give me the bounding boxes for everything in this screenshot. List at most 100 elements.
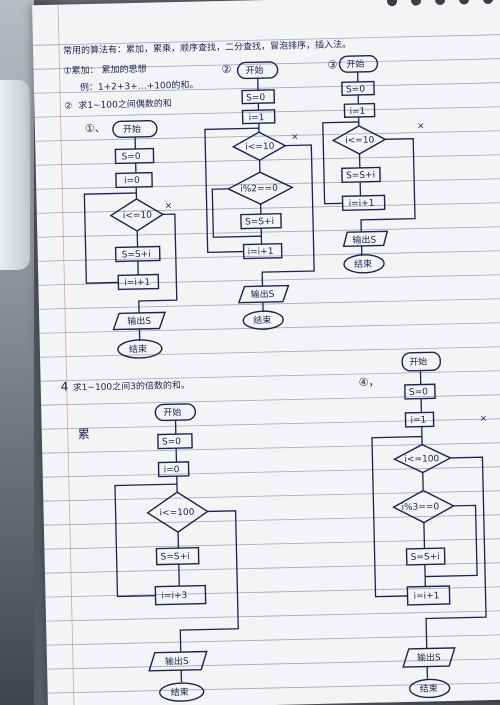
flow-a-init-i-box (115, 171, 153, 189)
flowchart-e: 开始 S=0 i=1 × i<=100 i%3==0 S=S+i i=i (371, 351, 487, 699)
flow-c-cond: i<=10 (345, 136, 375, 147)
flow-a-end-terminal (117, 339, 163, 359)
flow-b-end: 结束 (253, 314, 271, 326)
flow-a-init-i: i=0 (124, 176, 140, 186)
flowchart-a: ①、 开始 S=0 i=0 i<=10 × S=S+i i=i+1 (83, 119, 178, 359)
flow-b-start: 开始 (245, 64, 263, 76)
flow-c-start-terminal (338, 54, 379, 73)
item1-example: 例：1+2+3+…+100的和。 (80, 79, 199, 94)
flow-c-init-s: S=0 (346, 85, 365, 95)
flow-e-skip-line (425, 504, 478, 578)
flow-a-exit-line (138, 213, 178, 313)
flow-a-loop-line (83, 192, 137, 284)
flow-d-init-i: i=0 (164, 465, 180, 475)
flow-c-end: 结束 (354, 258, 372, 270)
flow-e-end-terminal (408, 678, 451, 699)
flow-b-loop-line (204, 127, 259, 254)
flow-d-inc: i=i+3 (161, 591, 187, 602)
flow-d-start: 开始 (163, 406, 181, 418)
flow-a-body: S=S+i (122, 250, 151, 261)
flow-e-no-mark: × (479, 414, 487, 424)
flow-d-init-i-box (157, 461, 190, 478)
flow-d-exit-line (179, 510, 239, 653)
flow-e-start: 开始 (409, 355, 427, 367)
flow-c-body: S=S+i (346, 171, 375, 182)
flow-c-inc: i=i+1 (349, 199, 375, 210)
flow-b-inc: i=i+1 (248, 247, 274, 258)
flow-e-inc: i=i+1 (413, 591, 439, 602)
flow-b-output-box (237, 284, 290, 304)
flow-b-label: ② (221, 63, 231, 76)
flow-c-init-i-box (343, 102, 376, 118)
flow-a-start: 开始 (123, 123, 141, 135)
flow-a-cond: i<=10 (123, 211, 153, 222)
flowchart-d: 开始 S=0 i=0 i<=100 S=S+i i=i+3 输出S (114, 403, 239, 702)
flow-a-init-s-box (114, 147, 155, 165)
flow-e-cond: i<=100 (404, 454, 439, 465)
flow-a-inc: i=i+1 (124, 278, 150, 289)
item4-label: 4 (61, 380, 69, 394)
flow-e-init-s: S=0 (409, 387, 428, 397)
flow-c-end-terminal (343, 254, 385, 274)
flow-b-init-s: S=0 (246, 93, 265, 103)
flow-d-body-box (155, 546, 200, 566)
flow-e-end: 结束 (420, 682, 438, 694)
flow-e-out: 输出S (417, 651, 441, 664)
flow-e-start-terminal (401, 351, 441, 372)
flow-b-init-i: i=1 (249, 113, 265, 123)
flow-e-check: i%3==0 (401, 502, 439, 513)
item2-text: 求1~100之间偶数的和 (78, 97, 172, 111)
flow-b-skip-line (211, 188, 262, 238)
flow-a-output-box (112, 311, 167, 331)
flow-d-init-s-box (157, 433, 193, 450)
flow-c-start: 开始 (346, 58, 364, 70)
flow-b-cond: i<=10 (245, 142, 275, 153)
flow-c-init-i: i=1 (349, 107, 365, 117)
flow-d-out: 输出S (165, 655, 189, 668)
flow-a-init-s: S=0 (121, 152, 140, 162)
flow-c-label: ③ (327, 58, 337, 71)
flow-b-no-mark: × (291, 132, 299, 142)
flow-c-out: 输出S (352, 234, 376, 247)
flow-c-output-box (342, 230, 389, 248)
flow-e-init-s-box (404, 383, 436, 400)
flow-a-label: ①、 (85, 122, 106, 135)
flowchart-b: ② 开始 S=0 i=1 i<=10 × i%2==0 S=S+i (204, 61, 315, 330)
flow-a-no-mark: × (165, 201, 173, 211)
flow-b-end-terminal (242, 310, 284, 330)
item1-label: ①累加： (63, 65, 98, 77)
flow-e-loop-line (371, 435, 422, 598)
item4-side-note: 累 (78, 427, 90, 441)
header-line: 常用的算法有：累加，累乘，顺序查找，二分查找，冒泡排序，插入法。 (63, 38, 351, 57)
flowchart-c: ③ 开始 S=0 i=1 i<=10 × S=S+i i=i+1 (322, 54, 425, 274)
flow-e-init-i-box (404, 411, 435, 428)
flow-d-loop-line (114, 483, 177, 598)
item2-label: ② (64, 101, 72, 111)
item1-text: 累加的思想 (101, 63, 146, 76)
flow-d-body: S=S+i (161, 552, 190, 563)
flow-c-no-mark: × (417, 121, 425, 131)
flow-c-exit-line (360, 138, 416, 232)
flow-b-body: S=S+i (245, 217, 274, 228)
handwriting-layer: 常用的算法有：累加，累乘，顺序查找，二分查找，冒泡排序，插入法。 ①累加： 累加… (32, 4, 500, 705)
flow-d-end: 结束 (171, 686, 189, 698)
flow-e-body-box (405, 547, 446, 566)
flow-e-init-i: i=1 (410, 415, 426, 425)
flow-b-out: 输出S (251, 288, 275, 301)
flow-d-cond: i<=100 (160, 508, 195, 519)
flow-a-out: 输出S (127, 315, 151, 328)
white-device (0, 80, 30, 270)
flow-d-output-box (148, 650, 208, 672)
flow-c-body-box (341, 166, 381, 184)
flow-d-end-terminal (158, 682, 205, 702)
flow-e-body: S=S+i (411, 552, 440, 563)
flow-c-loop-line (322, 121, 359, 205)
flow-b-check: i%2==0 (240, 184, 278, 195)
flow-e-exit-line (425, 456, 487, 649)
flow-b-exit-line (261, 144, 315, 287)
flow-e-output-box (402, 647, 456, 668)
item4-text: 求1~100之间3的倍数的和。 (73, 379, 190, 394)
notebook-page: 常用的算法有：累加，累乘，顺序查找，二分查找，冒泡排序，插入法。 ①累加： 累加… (32, 0, 500, 705)
item-paren4: ④， (359, 376, 380, 389)
